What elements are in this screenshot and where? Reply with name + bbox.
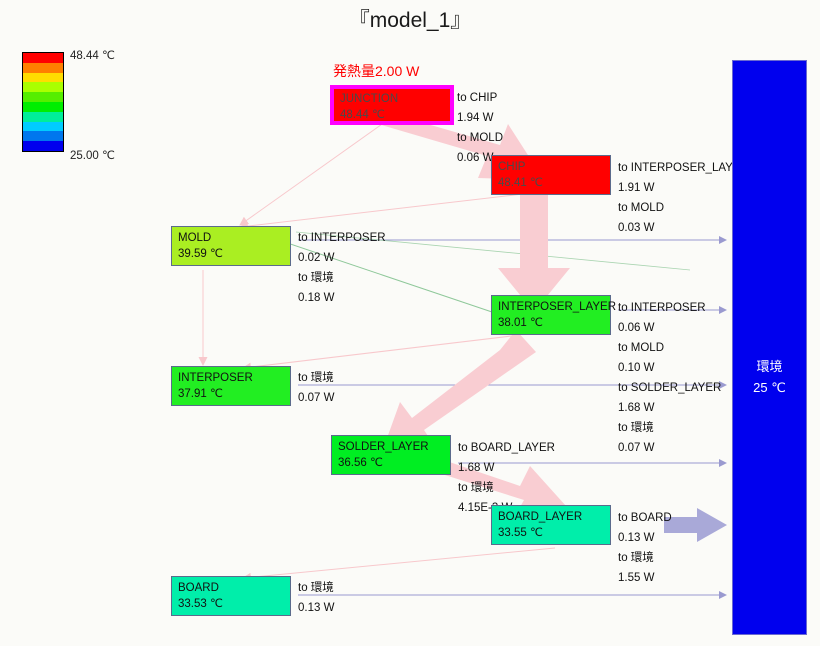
environment-temperature: 25 ℃ [753,380,786,395]
flow-target: to 環境 [618,552,654,564]
temperature-colorbar [22,52,64,152]
node-board-layer-name: BOARD_LAYER [498,511,583,523]
flows-interposer-layer: to INTERPOSER 0.06 W to MOLD 0.10 W to S… [618,298,721,458]
flow-value: 0.07 W [618,442,655,454]
flows-interposer: to 環境 0.07 W [298,368,334,408]
colorbar-swatch-2 [23,72,63,83]
node-chip-temperature: 48.41 ℃ [498,177,543,189]
node-solder-layer[interactable]: SOLDER_LAYER 36.56 ℃ [331,435,451,475]
flow-value: 1.91 W [618,182,655,194]
board-layer-to-env-arrow [664,508,727,542]
colorbar-min-label: 25.00 ℃ [70,150,115,162]
colorbar-swatch-8 [23,131,63,142]
environment-name: 環境 [756,359,783,374]
flow-target: to 環境 [298,582,334,594]
flow-target: to BOARD [618,512,672,524]
flow-value: 0.10 W [618,362,655,374]
flow-target: to INTERPOSER [298,232,386,244]
node-interposer-name: INTERPOSER [178,372,253,384]
node-interposer-layer-name: INTERPOSER_LAYER [498,301,617,313]
node-mold-name: MOLD [178,232,212,244]
colorbar-swatch-3 [23,82,63,93]
flow-target: to CHIP [457,92,498,104]
flow-target: to 環境 [298,372,334,384]
node-junction[interactable]: JUNCTION 48.44 ℃ [330,85,454,125]
flows-mold: to INTERPOSER 0.02 W to 環境 0.18 W [298,228,386,308]
flow-value: 1.68 W [618,402,655,414]
flow-target: to 環境 [298,272,334,284]
flows-board-layer: to BOARD 0.13 W to 環境 1.55 W [618,508,672,588]
flow-value: 1.94 W [457,112,494,124]
node-board-name: BOARD [178,582,219,594]
flows-junction: to CHIP 1.94 W to MOLD 0.06 W [457,88,503,168]
flow-value: 0.13 W [618,532,655,544]
node-junction-temperature: 48.44 ℃ [340,109,385,121]
flow-target: to BOARD_LAYER [458,442,555,454]
flow-value: 0.06 W [618,322,655,334]
flow-value: 1.68 W [458,462,495,474]
node-solder-layer-name: SOLDER_LAYER [338,441,429,453]
heat-source-label: 発熱量2.00 W [333,63,420,79]
flow-target: to MOLD [457,132,504,144]
environment-block[interactable]: 環境 25 ℃ [732,60,807,635]
node-mold[interactable]: MOLD 39.59 ℃ [171,226,291,266]
flow-value: 0.06 W [457,152,494,164]
colorbar-swatch-7 [23,121,63,132]
flow-target: to MOLD [618,342,665,354]
flow-value: 1.55 W [618,572,655,584]
flow-value: 0.03 W [618,222,655,234]
node-interposer[interactable]: INTERPOSER 37.91 ℃ [171,366,291,406]
flow-target: to MOLD [618,202,665,214]
node-board-layer[interactable]: BOARD_LAYER 33.55 ℃ [491,505,611,545]
colorbar-swatch-0 [23,53,63,63]
flow-target: to INTERPOSER [618,302,706,314]
node-board[interactable]: BOARD 33.53 ℃ [171,576,291,616]
flow-value: 0.13 W [298,602,335,614]
flow-target: to 環境 [618,422,654,434]
node-chip-name: CHIP [498,161,526,173]
small-flow-lines [198,121,556,582]
colorbar-swatch-9 [23,141,63,151]
flow-value: 0.18 W [298,292,335,304]
environment-text: 環境 25 ℃ [733,356,806,398]
colorbar-swatch-5 [23,101,63,112]
flow-target: to INTERPOSER_LAYER [618,162,749,174]
node-mold-temperature: 39.59 ℃ [178,248,223,260]
colorbar-swatch-6 [23,111,63,122]
env-connector-group [298,236,727,599]
node-interposer-layer-temperature: 38.01 ℃ [498,317,543,329]
colorbar-max-label: 48.44 ℃ [70,50,115,62]
page-title: 『model_1』 [348,9,472,32]
flow-target: to 環境 [458,482,494,494]
node-chip[interactable]: CHIP 48.41 ℃ [491,155,611,195]
flow-value: 0.07 W [298,392,335,404]
node-solder-layer-temperature: 36.56 ℃ [338,457,383,469]
node-junction-name: JUNCTION [340,93,399,105]
flows-chip: to INTERPOSER_LAYER 1.91 W to MOLD 0.03 … [618,158,749,238]
node-board-temperature: 33.53 ℃ [178,598,223,610]
flow-target: to SOLDER_LAYER [618,382,722,394]
colorbar-swatch-1 [23,62,63,73]
node-interposer-layer[interactable]: INTERPOSER_LAYER 38.01 ℃ [491,295,617,335]
flow-value: 0.02 W [298,252,335,264]
flows-board: to 環境 0.13 W [298,578,334,618]
node-interposer-temperature: 37.91 ℃ [178,388,223,400]
colorbar-swatch-4 [23,92,63,102]
node-board-layer-temperature: 33.55 ℃ [498,527,543,539]
